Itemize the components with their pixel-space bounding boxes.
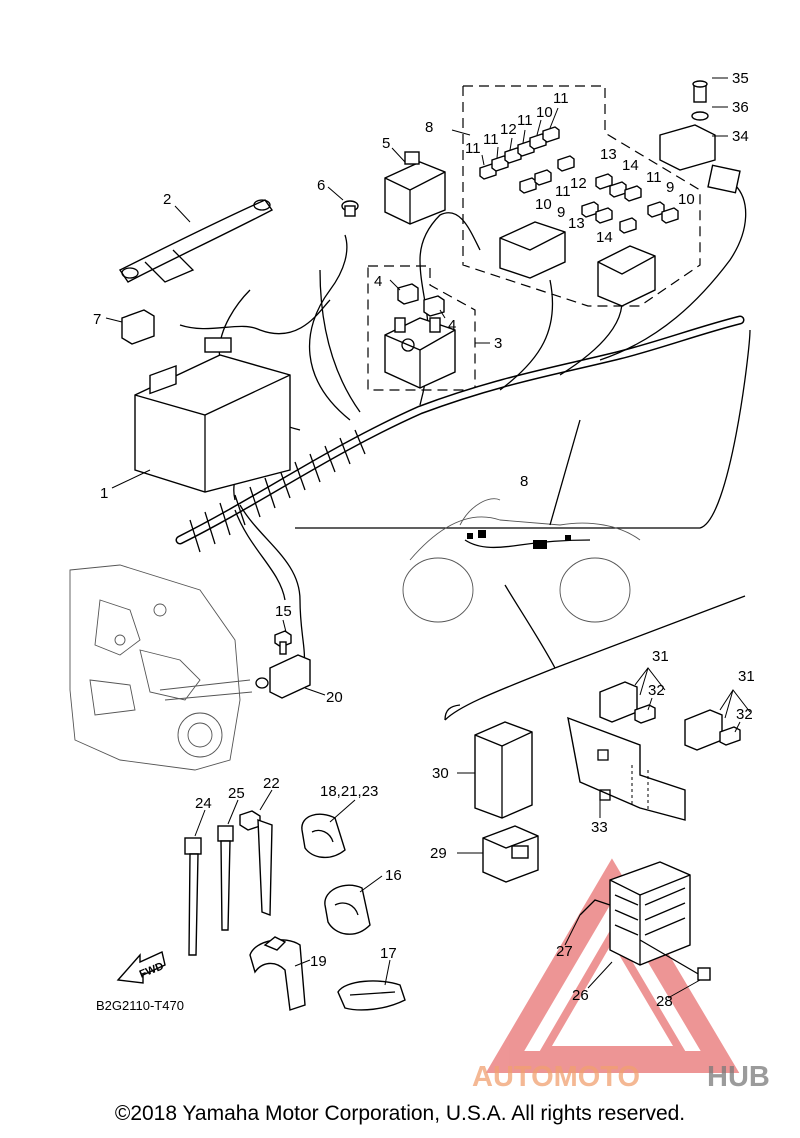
relay-29 (482, 825, 539, 883)
flasher-relay (384, 151, 446, 225)
battery (134, 337, 291, 493)
reference-code: B2G2110-T470 (96, 998, 184, 1013)
cable-tie-25 (217, 825, 234, 931)
fuse-group-outline (462, 85, 701, 307)
callout-29: 29 (430, 845, 447, 862)
callout-14: 14 (622, 157, 639, 174)
sensor-bolt (274, 630, 292, 655)
callout-32: 32 (648, 682, 665, 699)
clamp-16 (324, 884, 371, 935)
callout-18-21-23: 18,21,23 (320, 783, 378, 800)
callout-19: 19 (310, 953, 327, 970)
starter-relay (384, 317, 456, 389)
callout-15: 15 (275, 603, 292, 620)
callout-31: 31 (652, 648, 669, 665)
bolt (341, 200, 359, 217)
callout-7: 7 (93, 311, 101, 328)
callout-12: 12 (500, 121, 517, 138)
callout-11: 11 (553, 90, 569, 107)
engine-sketch (69, 564, 253, 771)
callout-4: 4 (448, 317, 456, 334)
copyright-notice: ©2018 Yamaha Motor Corporation, U.S.A. A… (114, 1102, 686, 1125)
callout-labels: 1 2 3 4 4 5 6 7 8 8 9 9 10 10 10 11 11 1… (93, 70, 755, 1010)
callout-10: 10 (678, 191, 695, 208)
battery-strap (118, 199, 274, 283)
callout-13: 13 (568, 215, 585, 232)
watermark-text: AUTOMOTO HUB (472, 1061, 770, 1093)
callout-6: 6 (317, 177, 325, 194)
callout-30: 30 (432, 765, 449, 782)
cable-tie-22 (239, 810, 273, 917)
sensor (255, 654, 311, 699)
callout-8: 8 (425, 119, 433, 136)
callout-9: 9 (666, 179, 674, 196)
callout-10: 10 (535, 196, 552, 213)
fuse-leaders (451, 107, 559, 166)
callout-28: 28 (656, 993, 673, 1010)
callout-9: 9 (557, 204, 565, 221)
lower-inset-border (444, 704, 461, 721)
callout-8: 8 (520, 473, 528, 490)
watermark-part2: HUB (707, 1061, 770, 1093)
fuse-box (499, 221, 656, 307)
clamp-19 (249, 936, 306, 1011)
callout-2: 2 (163, 191, 171, 208)
callout-1: 1 (100, 485, 108, 502)
rectifier-regulator (579, 861, 711, 981)
relay-group-outline (367, 265, 476, 391)
clamp-18 (301, 813, 346, 858)
motorcycle-locator (295, 329, 751, 721)
fwd-arrow-icon (116, 951, 166, 984)
connector-31 (599, 681, 723, 751)
callout-35: 35 (732, 70, 749, 87)
callout-11: 11 (646, 169, 662, 186)
cable-tie-24 (184, 837, 202, 956)
fuse-holder (659, 80, 741, 194)
ecu (474, 721, 533, 819)
callout-27: 27 (556, 943, 573, 960)
callout-24: 24 (195, 795, 212, 812)
callout-11: 11 (483, 131, 499, 148)
callout-17: 17 (380, 945, 397, 962)
callout-32: 32 (736, 706, 753, 723)
clamp-17 (337, 980, 406, 1011)
callout-4: 4 (374, 273, 382, 290)
connector-32 (634, 704, 741, 746)
callout-14: 14 (596, 229, 613, 246)
callout-22: 22 (263, 775, 280, 792)
watermark-logo (485, 858, 740, 1073)
callout-10: 10 (536, 104, 553, 121)
relay-fuse (397, 283, 445, 317)
callout-13: 13 (600, 146, 617, 163)
fuses (479, 126, 679, 234)
callout-16: 16 (385, 867, 402, 884)
callout-11: 11 (517, 112, 533, 129)
battery-connector (121, 309, 155, 345)
callout-3: 3 (494, 335, 502, 352)
callout-11: 11 (555, 183, 571, 200)
watermark-part1: AUTOMOTO (472, 1061, 640, 1093)
callout-11: 11 (465, 140, 481, 157)
callout-5: 5 (382, 135, 390, 152)
callout-36: 36 (732, 99, 749, 116)
callout-25: 25 (228, 785, 245, 802)
bracket-plate (567, 716, 686, 821)
callout-34: 34 (732, 128, 749, 145)
callout-31: 31 (738, 668, 755, 685)
callout-26: 26 (572, 987, 589, 1004)
callout-20: 20 (326, 689, 343, 706)
callout-33: 33 (591, 819, 608, 836)
callout-12: 12 (570, 175, 587, 192)
